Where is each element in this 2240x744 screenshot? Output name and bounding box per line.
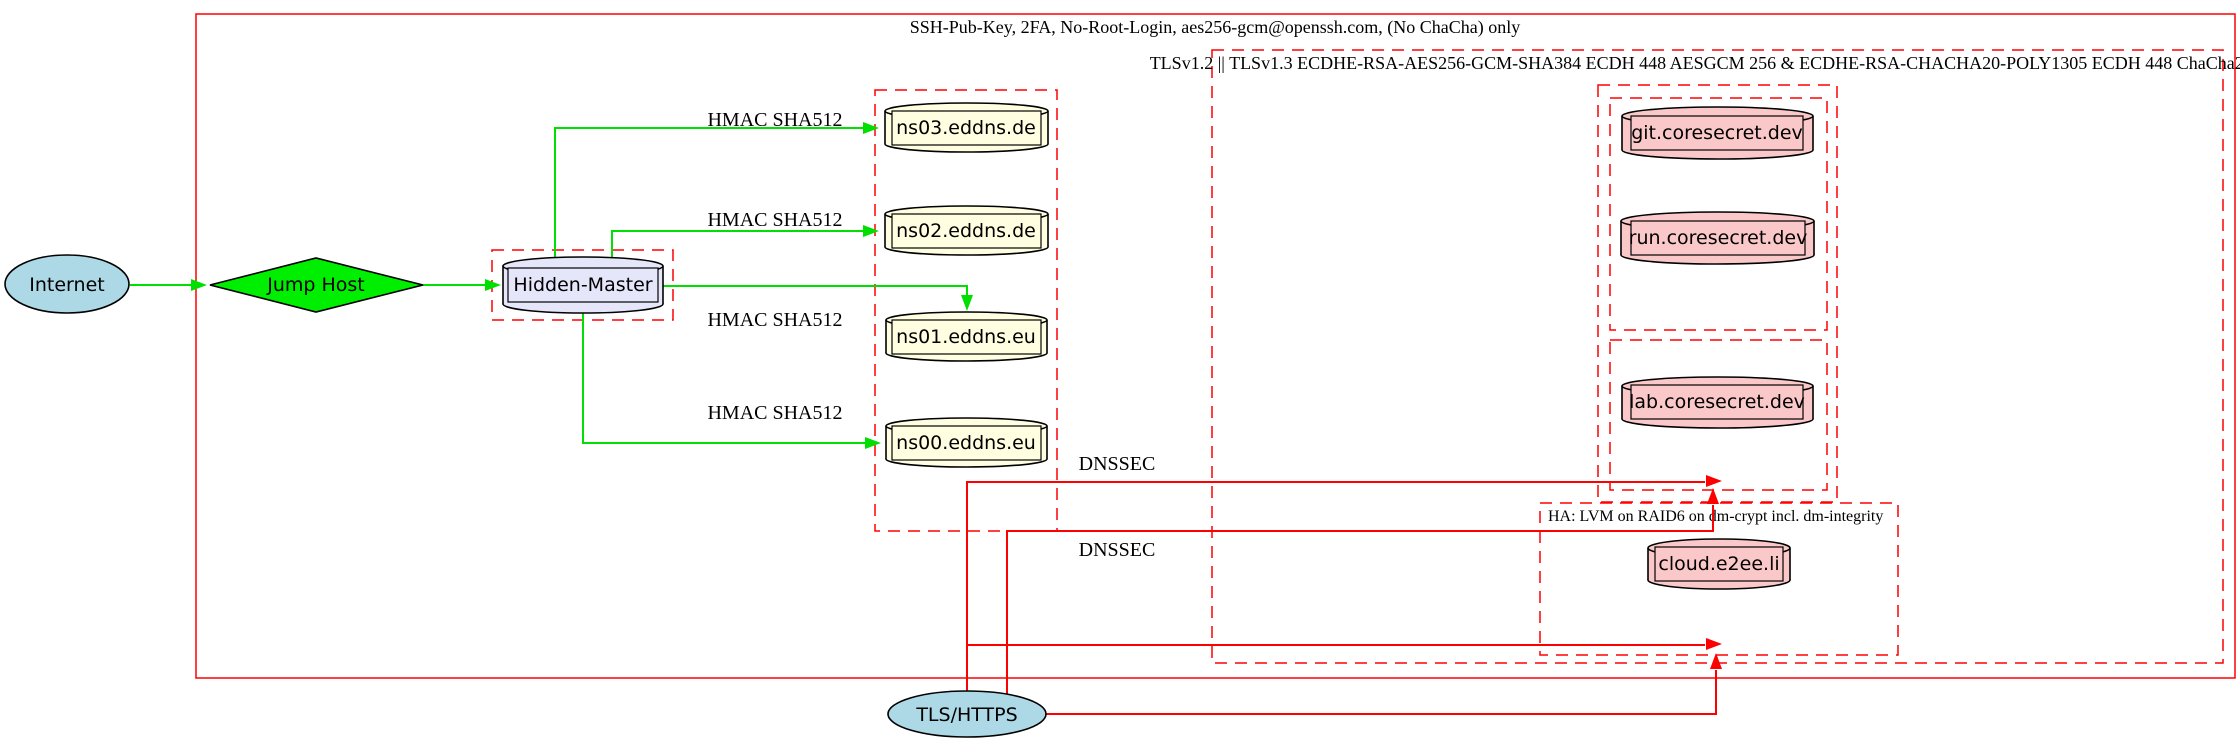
node-internet-label: Internet [29,274,104,296]
edge-internet-jumphost-arrowhead [191,279,207,291]
node-hidden-master-labelbox [507,267,659,303]
node-git-labelbox [1630,115,1804,151]
node-ns01-labelbox [891,319,1042,355]
node-lab-labelbox [1630,384,1804,420]
edge-hiddenmaster-ns02 [611,230,863,260]
node-ns01-label: ns01.eddns.eu [896,326,1036,348]
node-tls-https [887,690,1047,738]
edge-hiddenmaster-ns02-arrowhead [863,225,879,237]
node-lab-label: lab.coresecret.dev [1629,391,1805,413]
edge-hiddenmaster-ns01 [663,285,968,295]
node-ns03-label: ns03.eddns.de [896,117,1036,139]
node-run-label: run.coresecret.dev [1629,227,1808,249]
node-tls-https-label: TLS/HTTPS [915,704,1017,726]
node-ns02-labelbox [891,213,1042,249]
edge-tlshttps-coresecret-2-arrowhead [1707,488,1719,504]
edge-hiddenmaster-ns00-arrowhead [865,437,881,449]
edge-tlshttps-coresecret-1 [966,481,1705,692]
node-git-label: git.coresecret.dev [1631,122,1803,144]
edge-tlshttps-ha-1-arrowhead [1706,638,1722,650]
edge-hiddenmaster-ns01-arrowhead [961,295,973,311]
edge-jumphost-hiddenmaster-arrowhead [485,279,501,291]
cluster-ssh-box [195,13,2236,679]
edge-hiddenmaster-ns03-arrowhead [863,122,879,134]
cluster-coresecret-gitrun-box [1609,97,1828,331]
node-ns00-label: ns00.eddns.eu [896,432,1036,454]
edge-tlshttps-ha-2 [1046,670,1717,715]
cluster-dns-box [874,89,1058,532]
edge-tlshttps-ha-2-arrowhead [1710,653,1722,669]
cluster-coresecret-outer-box [1597,84,1838,503]
cluster-ssh-label: SSH-Pub-Key, 2FA, No-Root-Login, aes256-… [910,17,1521,38]
edge-label-dnssec-2: DNSSEC [1079,539,1156,561]
edge-hiddenmaster-ns03 [554,127,863,257]
node-jump-host-label: Jump Host [266,274,365,296]
node-jump-host [209,257,424,313]
edge-tlshttps-coresecret-1-arrowhead [1706,475,1722,487]
cluster-ha-box [1539,502,1899,656]
edge-hiddenmaster-ns00 [582,304,865,444]
node-hidden-master-label: Hidden-Master [513,274,652,296]
edge-label-hmac-ns00: HMAC SHA512 [707,402,842,424]
cluster-coresecret-lab-box [1609,339,1828,491]
edge-label-hmac-ns03: HMAC SHA512 [707,109,842,131]
edge-label-hmac-ns02: HMAC SHA512 [707,209,842,231]
cluster-tls-label: TLSv1.2 || TLSv1.3 ECDHE-RSA-AES256-GCM-… [1150,53,2240,73]
node-internet [4,254,130,314]
node-cloud-labelbox [1654,546,1784,582]
node-cloud-label: cloud.e2ee.li [1658,553,1779,575]
edge-tlshttps-coresecret-2 [1006,505,1714,695]
edge-label-dnssec-1: DNSSEC [1079,453,1156,475]
cluster-ha-label: HA: LVM on RAID6 on dm-crypt incl. dm-in… [1548,508,1883,525]
edge-label-hmac-ns01: HMAC SHA512 [707,309,842,331]
node-ns00-labelbox [891,425,1042,461]
node-run-labelbox [1630,220,1806,256]
node-ns02-label: ns02.eddns.de [896,220,1036,242]
node-ns03-labelbox [891,110,1042,146]
